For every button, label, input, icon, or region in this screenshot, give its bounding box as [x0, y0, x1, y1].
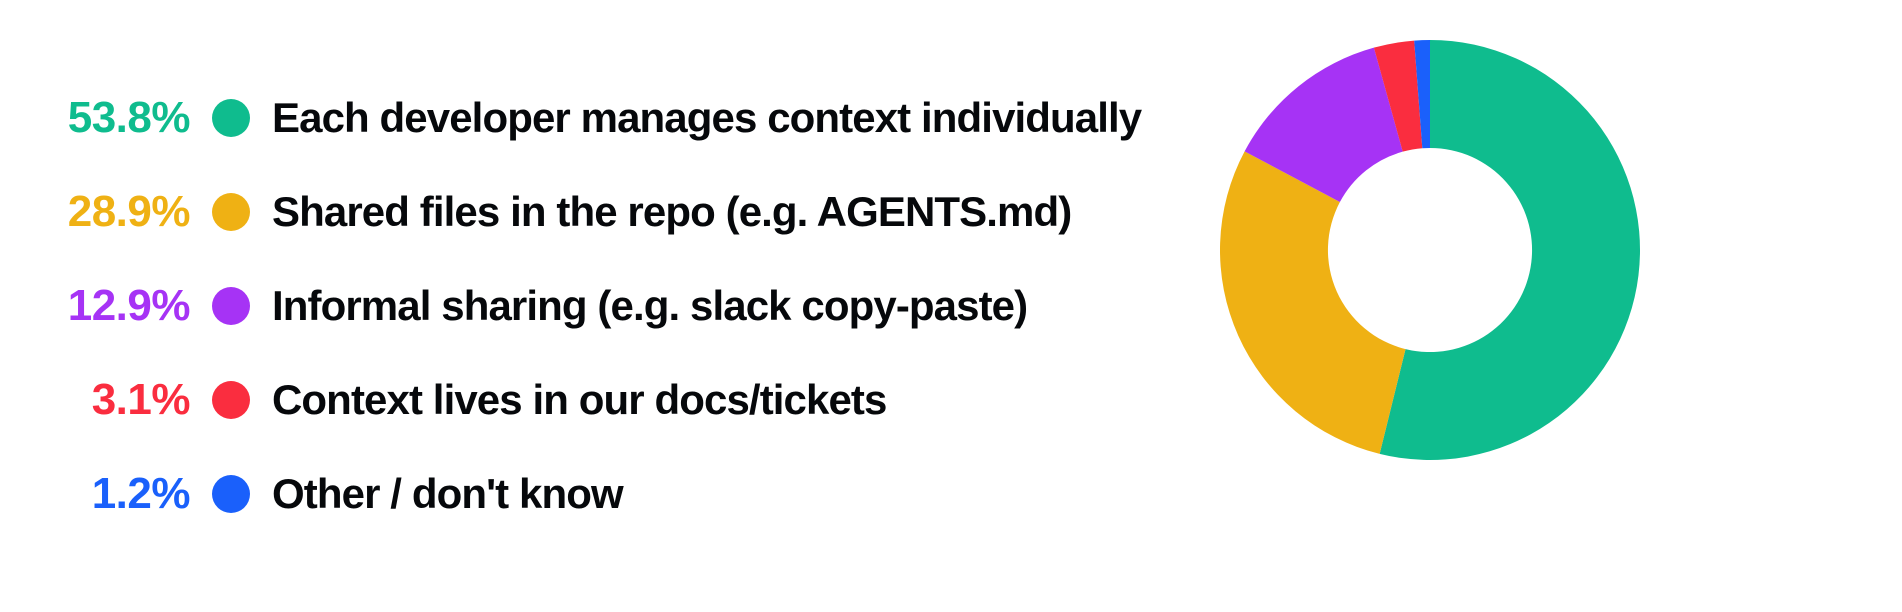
- legend-dot-cell: [190, 99, 272, 137]
- legend-dot-icon: [212, 287, 250, 325]
- legend-dot-cell: [190, 475, 272, 513]
- donut-slice[interactable]: [1414, 40, 1430, 149]
- legend-percent: 3.1%: [91, 375, 191, 424]
- legend-item[interactable]: 28.9% Shared files in the repo (e.g. AGE…: [0, 165, 1080, 259]
- legend-label: Other / don't know: [272, 469, 624, 517]
- legend-percent: 1.2%: [91, 469, 191, 518]
- legend-label: Each developer manages context individua…: [272, 93, 1142, 141]
- legend-dot-cell: [190, 381, 272, 419]
- donut-slice[interactable]: [1373, 40, 1423, 152]
- legend-item[interactable]: 53.8% Each developer manages context ind…: [0, 71, 1142, 165]
- donut-slice-group: [1220, 40, 1640, 460]
- legend-label: Informal sharing (e.g. slack copy-paste): [272, 281, 1028, 329]
- legend-dot-icon: [212, 193, 250, 231]
- donut-slice[interactable]: [1244, 47, 1403, 203]
- legend-dot-cell: [190, 287, 272, 325]
- legend-percent: 28.9%: [67, 187, 191, 236]
- legend-item[interactable]: 1.2% Other / don't know: [0, 447, 1080, 541]
- donut-chart: [1220, 40, 1640, 460]
- chart-legend: 53.8% Each developer manages context ind…: [0, 71, 1142, 541]
- legend-dot-icon: [212, 475, 250, 513]
- donut-chart-area: [1080, 0, 1902, 612]
- legend-label: Context lives in our docs/tickets: [272, 375, 887, 423]
- legend-item[interactable]: 3.1% Context lives in our docs/tickets: [0, 353, 1080, 447]
- legend-percent: 53.8%: [67, 93, 191, 142]
- donut-slice[interactable]: [1379, 40, 1640, 460]
- donut-slice[interactable]: [1220, 151, 1406, 454]
- legend-item[interactable]: 12.9% Informal sharing (e.g. slack copy-…: [0, 259, 1080, 353]
- legend-dot-icon: [212, 381, 250, 419]
- legend-dot-cell: [190, 193, 272, 231]
- legend-label: Shared files in the repo (e.g. AGENTS.md…: [272, 187, 1072, 235]
- legend-percent: 12.9%: [67, 281, 191, 330]
- legend-dot-icon: [212, 99, 250, 137]
